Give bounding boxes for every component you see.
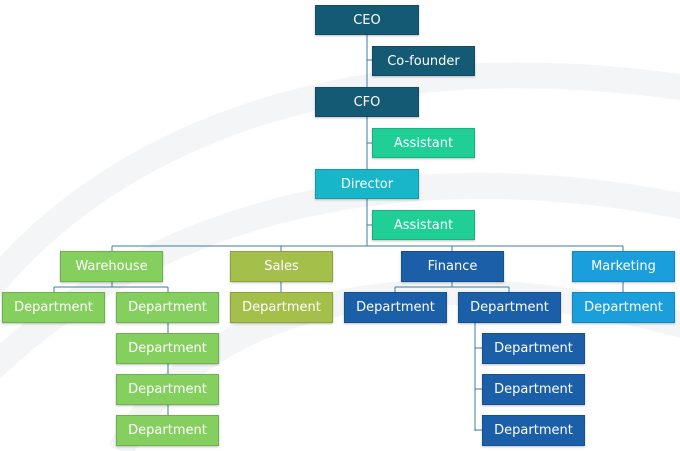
node-warehouse-department-5[interactable]: Department (116, 415, 219, 446)
node-warehouse[interactable]: Warehouse (60, 251, 163, 282)
node-finance[interactable]: Finance (401, 251, 504, 282)
node-cofounder[interactable]: Co-founder (372, 46, 475, 76)
node-warehouse-department-3[interactable]: Department (116, 333, 219, 364)
node-finance-department-2[interactable]: Department (458, 292, 561, 323)
node-director[interactable]: Director (315, 169, 419, 199)
node-finance-department-5[interactable]: Department (482, 415, 585, 446)
node-marketing-department-1[interactable]: Department (572, 292, 675, 323)
node-warehouse-department-1[interactable]: Department (2, 292, 105, 323)
node-assistant-1[interactable]: Assistant (372, 128, 475, 158)
node-ceo[interactable]: CEO (315, 5, 419, 35)
node-warehouse-department-2[interactable]: Department (116, 292, 219, 323)
node-finance-department-3[interactable]: Department (482, 333, 585, 364)
node-sales[interactable]: Sales (230, 251, 333, 282)
node-sales-department-1[interactable]: Department (230, 292, 333, 323)
node-marketing[interactable]: Marketing (572, 251, 675, 282)
node-finance-department-4[interactable]: Department (482, 374, 585, 405)
node-warehouse-department-4[interactable]: Department (116, 374, 219, 405)
node-assistant-2[interactable]: Assistant (372, 210, 475, 240)
node-cfo[interactable]: CFO (315, 87, 419, 117)
node-finance-department-1[interactable]: Department (344, 292, 447, 323)
